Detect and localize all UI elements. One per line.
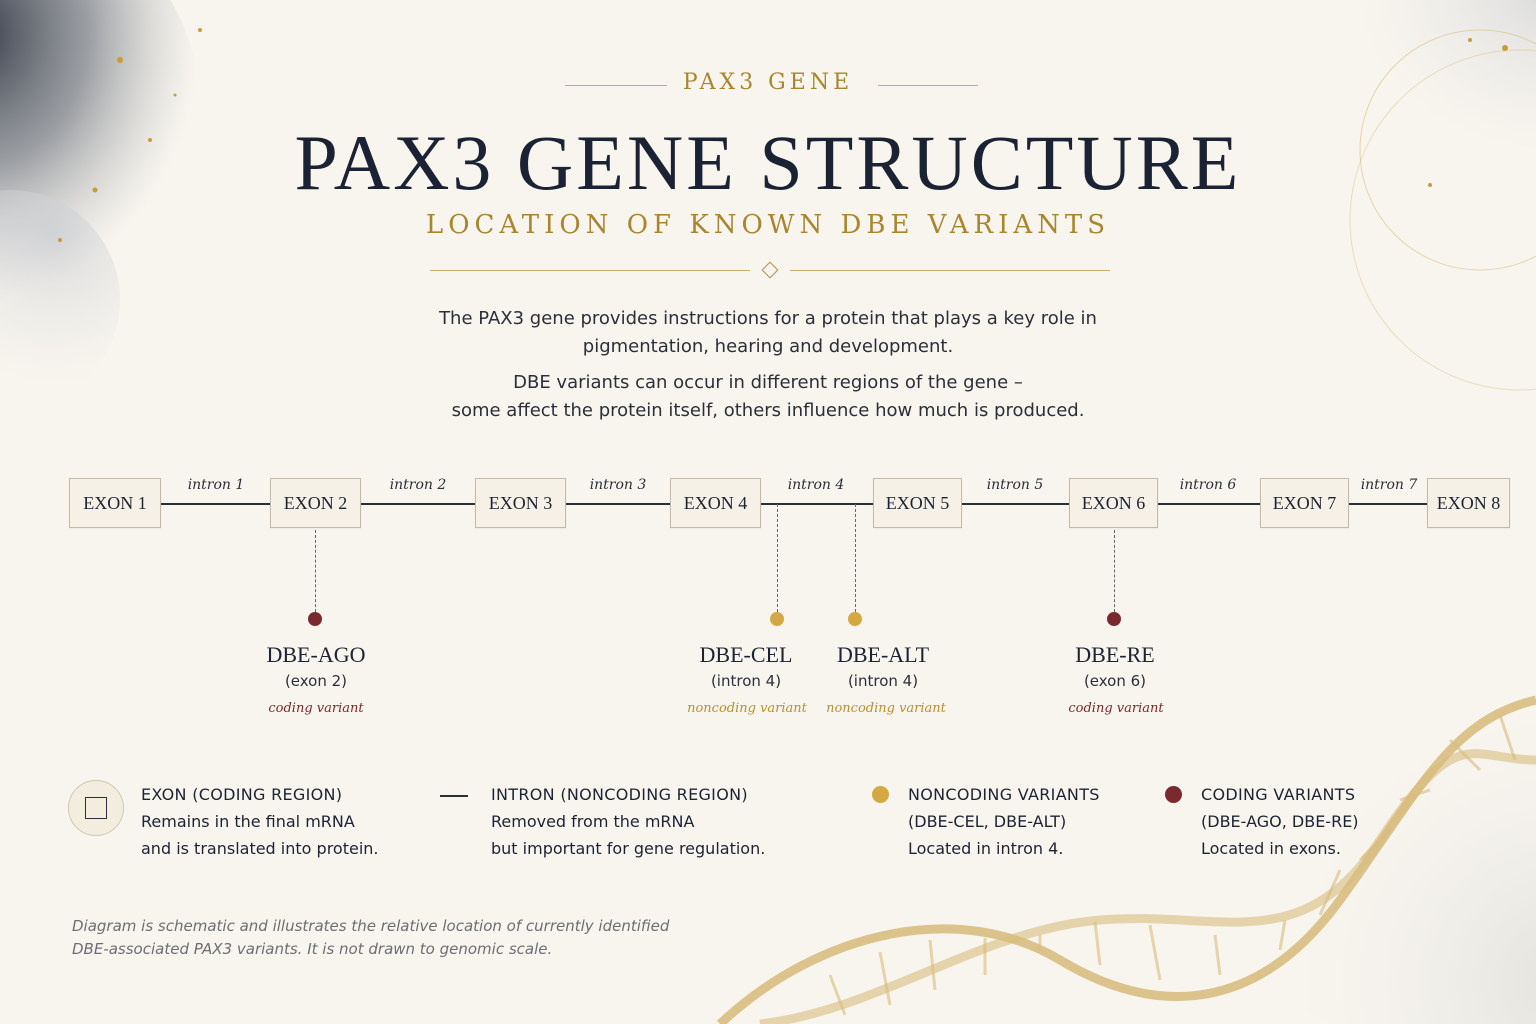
- footnote-line-1: Diagram is schematic and illustrates the…: [72, 917, 670, 935]
- intron-label-2: intron 2: [389, 477, 447, 493]
- intron-line-4: [761, 503, 873, 505]
- intron-line-5: [962, 503, 1069, 505]
- legend-coding-line-1: (DBE-AGO, DBE-RE): [1201, 812, 1359, 831]
- variant-type-dbe-re: coding variant: [1068, 701, 1164, 716]
- variant-location-dbe-cel: (intron 4): [710, 672, 782, 690]
- footnote-line-2: DBE-associated PAX3 variants. It is not …: [72, 940, 553, 958]
- intron-line-6: [1158, 503, 1260, 505]
- variant-type-dbe-cel: noncoding variant: [687, 701, 807, 716]
- ink-wash-top-right: [1349, 0, 1536, 391]
- variant-connector-dbe-ago: [315, 530, 316, 612]
- intro-line-2: pigmentation, hearing and development.: [582, 336, 954, 357]
- variant-location-dbe-alt: (intron 4): [847, 672, 919, 690]
- legend-exon-line-1: Remains in the final mRNA: [141, 812, 355, 831]
- variant-name-dbe-re: DBE-RE: [1075, 642, 1155, 667]
- exon-4: EXON 4: [670, 478, 761, 528]
- intron-label-5: intron 5: [986, 477, 1044, 493]
- legend-intron-line-2: but important for gene regulation.: [491, 839, 766, 858]
- legend-noncoding-line-2: Located in intron 4.: [908, 839, 1064, 858]
- exon-2: EXON 2: [270, 478, 361, 528]
- noncoding-variant-dot-dbe-alt: [848, 612, 862, 626]
- divider-rule-right: [790, 270, 1110, 271]
- intron-line-1: [161, 503, 270, 505]
- intron-legend-icon: [440, 795, 468, 797]
- intron-label-3: intron 3: [589, 477, 647, 493]
- legend-intron-title: INTRON (NONCODING REGION): [491, 785, 748, 804]
- exon-6: EXON 6: [1069, 478, 1158, 528]
- eyebrow-rule-left: [565, 85, 667, 86]
- exon-3: EXON 3: [475, 478, 566, 528]
- legend-coding-line-2: Located in exons.: [1201, 839, 1341, 858]
- variant-type-dbe-ago: coding variant: [268, 701, 364, 716]
- eyebrow-label: PAX3 GENE: [682, 70, 854, 95]
- variant-name-dbe-ago: DBE-AGO: [266, 642, 366, 667]
- ink-wash-top-left: [0, 0, 202, 410]
- legend-noncoding-title: NONCODING VARIANTS: [908, 785, 1100, 804]
- intron-label-6: intron 6: [1179, 477, 1237, 493]
- coding-legend-dot-icon: [1165, 786, 1182, 803]
- variant-connector-dbe-re: [1114, 530, 1115, 612]
- intron-line-7: [1349, 503, 1427, 505]
- dna-helix-illustration: [716, 695, 1536, 1024]
- page-title: PAX3 GENE STRUCTURE: [294, 119, 1242, 206]
- variant-connector-dbe-cel: [777, 504, 778, 612]
- intron-label-1: intron 1: [187, 477, 245, 493]
- intron-line-2: [361, 503, 475, 505]
- variant-connector-dbe-alt: [855, 504, 856, 612]
- exon-5: EXON 5: [873, 478, 962, 528]
- intro-line-1: The PAX3 gene provides instructions for …: [439, 308, 1097, 329]
- legend-coding-title: CODING VARIANTS: [1201, 785, 1356, 804]
- exon-legend-icon: [68, 780, 124, 836]
- variant-name-dbe-cel: DBE-CEL: [699, 642, 793, 667]
- page-subtitle: LOCATION OF KNOWN DBE VARIANTS: [425, 210, 1111, 240]
- coding-variant-dot-dbe-ago: [308, 612, 322, 626]
- noncoding-legend-dot-icon: [872, 786, 889, 803]
- noncoding-variant-dot-dbe-cel: [770, 612, 784, 626]
- intro-line-3: DBE variants can occur in different regi…: [513, 372, 1023, 393]
- legend-intron-line-1: Removed from the mRNA: [491, 812, 695, 831]
- intro-line-4: some affect the protein itself, others i…: [451, 400, 1085, 421]
- variant-location-dbe-ago: (exon 2): [284, 672, 348, 690]
- variant-location-dbe-re: (exon 6): [1083, 672, 1147, 690]
- variant-name-dbe-alt: DBE-ALT: [836, 642, 930, 667]
- intron-label-7: intron 7: [1360, 477, 1418, 493]
- legend-exon-title: EXON (CODING REGION): [141, 785, 343, 804]
- legend-exon-line-2: and is translated into protein.: [141, 839, 379, 858]
- intron-line-3: [566, 503, 670, 505]
- intron-label-4: intron 4: [787, 477, 845, 493]
- eyebrow-rule-right: [878, 85, 978, 86]
- legend-noncoding-line-1: (DBE-CEL, DBE-ALT): [908, 812, 1067, 831]
- exon-8: EXON 8: [1427, 478, 1510, 528]
- variant-type-dbe-alt: noncoding variant: [826, 701, 946, 716]
- exon-1: EXON 1: [69, 478, 161, 528]
- exon-7: EXON 7: [1260, 478, 1349, 528]
- divider-rule-left: [430, 270, 750, 271]
- coding-variant-dot-dbe-re: [1107, 612, 1121, 626]
